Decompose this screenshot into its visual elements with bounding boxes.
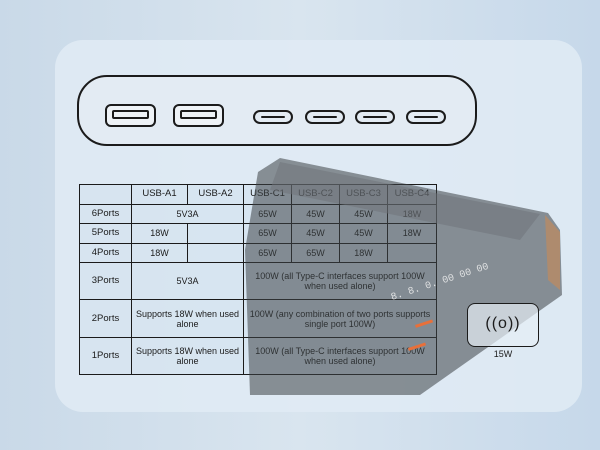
table-cell (387, 242, 437, 264)
wireless-charging-icon: ((o)) (485, 315, 521, 332)
table-cell: 100W (all Type-C interfaces support 100W… (243, 262, 437, 301)
row-label: 4Ports (79, 242, 132, 264)
column-header: USB-C2 (291, 184, 340, 205)
table-cell: 18W (387, 223, 437, 244)
column-header: USB-A1 (131, 184, 188, 205)
table-cell (187, 242, 244, 264)
table-cell: 45W (339, 223, 388, 244)
table-cell: 18W (131, 242, 188, 264)
table-cell: 45W (291, 223, 340, 244)
table-cell: 65W (291, 242, 340, 264)
ports-panel (77, 75, 477, 146)
table-cell: 65W (243, 223, 292, 244)
column-header (79, 184, 132, 205)
usb-a-port-icon (173, 104, 224, 127)
usb-c-port-icon (406, 110, 446, 124)
table-cell: 65W (243, 203, 292, 225)
table-cell: Supports 18W when used alone (131, 299, 244, 338)
usb-a-port-icon (105, 104, 156, 127)
table-cell: 100W (all Type-C interfaces support 100W… (243, 336, 437, 376)
column-header: USB-C3 (339, 184, 388, 205)
column-header: USB-A2 (187, 184, 244, 205)
usb-c-port-icon (355, 110, 395, 124)
table-cell: 18W (387, 203, 437, 225)
wireless-charging-box: ((o)) (467, 303, 539, 347)
column-header: USB-C1 (243, 184, 292, 205)
row-label: 2Ports (79, 299, 132, 338)
row-label: 1Ports (79, 336, 132, 376)
row-label: 5Ports (79, 223, 132, 244)
usb-c-port-icon (305, 110, 345, 124)
table-cell: 18W (131, 223, 188, 244)
table-cell: Supports 18W when used alone (131, 336, 244, 376)
table-cell (187, 223, 244, 244)
wireless-power-label: 15W (493, 349, 513, 359)
table-cell: 45W (339, 203, 388, 225)
table-cell: 5V3A (131, 203, 244, 225)
table-cell: 65W (243, 242, 292, 264)
table-cell: 5V3A (131, 262, 244, 301)
row-label: 6Ports (79, 203, 132, 225)
table-cell: 18W (339, 242, 388, 264)
table-cell: 100W (any combination of two ports suppo… (243, 299, 437, 338)
table-cell: 45W (291, 203, 340, 225)
column-header: USB-C4 (387, 184, 437, 205)
usb-c-port-icon (253, 110, 293, 124)
row-label: 3Ports (79, 262, 132, 301)
